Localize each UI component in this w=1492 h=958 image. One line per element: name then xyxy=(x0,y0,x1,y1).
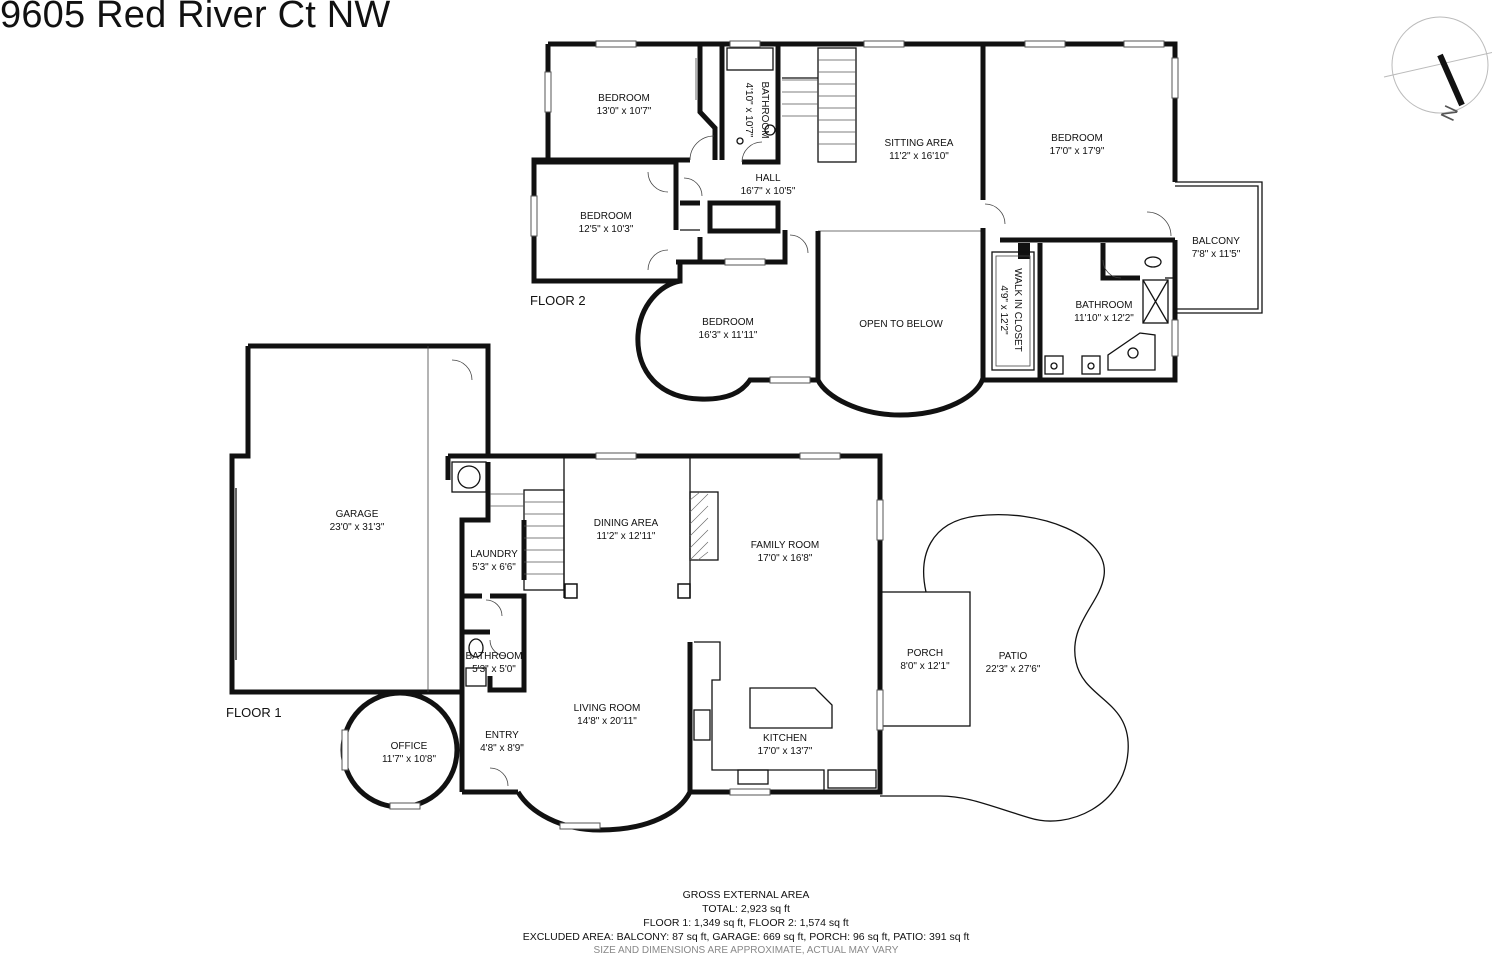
property-address-title: 9605 Red River Ct NW xyxy=(0,0,391,36)
kitchen-name: KITCHEN xyxy=(763,733,807,744)
walk-in-closet-dims: 4'9" x 12'2" xyxy=(998,285,1009,335)
bedroom-master-name: BEDROOM xyxy=(1051,133,1103,144)
laundry-dims: 5'3" x 6'6" xyxy=(472,562,516,573)
compass-icon: N xyxy=(1383,16,1492,125)
floor-2-label: FLOOR 2 xyxy=(530,293,586,308)
summary-floors: FLOOR 1: 1,349 sq ft, FLOOR 2: 1,574 sq … xyxy=(643,917,849,929)
laundry-name: LAUNDRY xyxy=(470,549,518,560)
family-room-dims: 17'0" x 16'8" xyxy=(758,553,813,564)
dining-area-name: DINING AREA xyxy=(594,518,659,529)
bathroom-1-name: BATHROOM xyxy=(465,651,522,662)
floor-1-plan: FLOOR 1 GARAGE 23'0" x 31'3" DINING AREA… xyxy=(226,343,1129,833)
bathroom-master-dims: 11'10" x 12'2" xyxy=(1074,313,1134,324)
balcony-name: BALCONY xyxy=(1192,236,1240,247)
bedroom-master-dims: 17'0" x 17'9" xyxy=(1050,146,1105,157)
walk-in-closet-name: WALK IN CLOSET xyxy=(1012,268,1023,352)
family-room-name: FAMILY ROOM xyxy=(751,540,820,551)
summary-disclaimer: SIZE AND DIMENSIONS ARE APPROXIMATE, ACT… xyxy=(593,945,899,956)
bedroom-b-name: BEDROOM xyxy=(580,211,632,222)
living-room-name: LIVING ROOM xyxy=(574,703,641,714)
open-to-below-label: OPEN TO BELOW xyxy=(859,319,943,330)
bedroom-c-dims: 16'3" x 11'11" xyxy=(699,330,758,341)
bedroom-a-name: BEDROOM xyxy=(598,93,650,104)
bathroom-a-name: BATHROOM xyxy=(759,81,770,138)
bathroom-a-dims: 4'10" x 10'7" xyxy=(743,83,754,138)
living-room-dims: 14'8" x 20'11" xyxy=(577,716,637,727)
bedroom-a-dims: 13'0" x 10'7" xyxy=(597,106,652,117)
porch-dims: 8'0" x 12'1" xyxy=(900,661,950,672)
bathroom-master-name: BATHROOM xyxy=(1075,300,1132,311)
entry-dims: 4'8" x 8'9" xyxy=(480,743,524,754)
patio-name: PATIO xyxy=(999,651,1028,662)
dining-area-dims: 11'2" x 12'11" xyxy=(597,531,656,542)
porch-name: PORCH xyxy=(907,648,943,659)
summary-excluded: EXCLUDED AREA: BALCONY: 87 sq ft, GARAGE… xyxy=(522,931,970,943)
office-name: OFFICE xyxy=(391,741,428,752)
area-summary: GROSS EXTERNAL AREA TOTAL: 2,923 sq ft F… xyxy=(0,888,1492,958)
bedroom-c-name: BEDROOM xyxy=(702,317,754,328)
garage-dims: 23'0" x 31'3" xyxy=(330,522,385,533)
sitting-area-dims: 11'2" x 16'10" xyxy=(889,151,949,162)
hall-dims: 16'7" x 10'5" xyxy=(741,186,796,197)
balcony-dims: 7'8" x 11'5" xyxy=(1192,249,1241,260)
floor-2-plan: FLOOR 2 BEDROOM 13'0" x 10'7" BATHROOM 4… xyxy=(530,40,1263,418)
hall-name: HALL xyxy=(755,173,780,184)
sitting-area-name: SITTING AREA xyxy=(885,138,954,149)
kitchen-dims: 17'0" x 13'7" xyxy=(758,746,813,757)
office-dims: 11'7" x 10'8" xyxy=(382,754,437,765)
garage-name: GARAGE xyxy=(336,509,379,520)
bedroom-b-dims: 12'5" x 10'3" xyxy=(579,224,634,235)
bathroom-1-dims: 5'3" x 5'0" xyxy=(472,664,516,675)
summary-heading: GROSS EXTERNAL AREA xyxy=(682,889,810,901)
summary-total: TOTAL: 2,923 sq ft xyxy=(702,903,790,915)
floor-1-label: FLOOR 1 xyxy=(226,705,282,720)
patio-dims: 22'3" x 27'6" xyxy=(986,664,1041,675)
entry-name: ENTRY xyxy=(485,730,519,741)
